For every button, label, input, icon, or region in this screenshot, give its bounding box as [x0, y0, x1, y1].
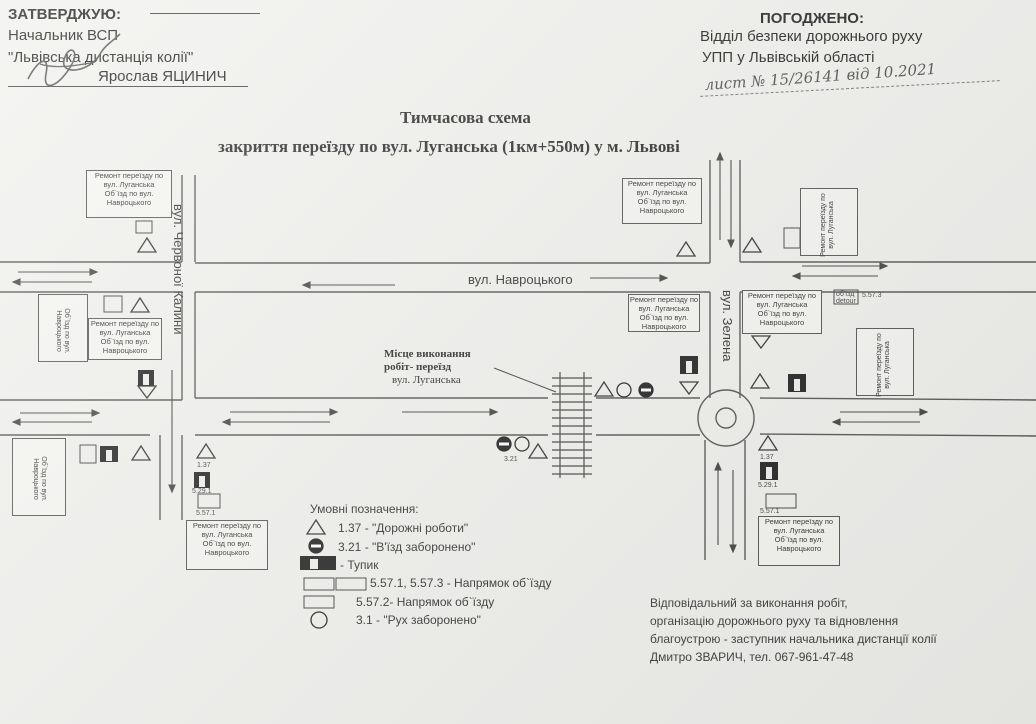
info-sign-line-1: Ремонт переїзду по	[629, 295, 699, 304]
code-1-37-left: 1.37	[197, 462, 211, 469]
legend-heading: Умовні позначення:	[310, 502, 419, 516]
signature-line	[8, 86, 248, 87]
info-sign-line-3: Об`їзд по вул.	[63, 308, 70, 354]
legend-item-road-works: 1.37 - "Дорожні роботи"	[338, 521, 469, 535]
info-sign-line-1: Ремонт переїзду по	[94, 171, 164, 180]
approve-underline	[150, 13, 260, 14]
approve-heading: ЗАТВЕРДЖУЮ:	[8, 6, 121, 23]
code-detour-en: detour	[836, 298, 856, 305]
code-detour-ua: об'їзд	[836, 291, 855, 298]
info-sign-top-right: Ремонт переїзду по вул. Луганська Об`їзд…	[622, 178, 702, 224]
signature-image	[27, 33, 121, 87]
info-sign-line-2: вул. Луганська	[884, 341, 891, 389]
approve-signer: Ярослав ЯЦИНИЧ	[98, 68, 227, 85]
approve-position: Начальник ВСП	[8, 27, 119, 44]
code-1-37-right: 1.37	[760, 454, 774, 461]
code-5-29-1-right: 5.29.1	[758, 482, 778, 489]
info-sign-line-2: вул. Луганська	[756, 300, 808, 309]
code-5-29-1-left: 5.29.1	[192, 488, 212, 495]
info-sign-line-1: Ремонт переїзду по	[876, 333, 883, 397]
info-sign-rotated-right: Ремонт переїзду по вул. Луганська	[856, 328, 914, 397]
info-sign-line-2: вул. Луганська	[773, 526, 825, 535]
responsible-line-2: організацію дорожнього руху та відновлен…	[650, 614, 899, 628]
info-sign-line-4: Навроцького	[641, 322, 687, 331]
info-sign-line-1: Ремонт переїзду по	[90, 319, 160, 328]
info-sign-rotated-left-middle: Об`їзд по вул. Навроцького	[38, 294, 88, 362]
legend-item-detour-2: 5.57.2- Напрямок об`їзду	[356, 595, 495, 609]
legend-item-no-traffic: 3.1 - "Рух заборонено"	[356, 613, 481, 627]
info-sign-bottom-right: Ремонт переїзду по вул. Луганська Об`їзд…	[758, 516, 840, 566]
info-sign-line-1: Ремонт переїзду по	[627, 179, 697, 188]
code-5-57-1-right: 5.57.1	[760, 508, 780, 515]
info-sign-rotated-bottom-left: Об`їзд по вул. Навроцького	[12, 438, 66, 516]
info-sign-line-2: вул. Луганська	[201, 530, 253, 539]
info-sign-line-3: Об`їзд по вул.	[202, 539, 252, 548]
info-sign-line-2: вул. Луганська	[638, 304, 690, 313]
info-sign-center: Ремонт переїзду по вул. Луганська Об`їзд…	[628, 294, 700, 332]
street-navrotskoho: вул. Навроцького	[468, 272, 573, 287]
info-sign-line-3: Об`їзд по вул.	[774, 535, 824, 544]
info-sign-line-4: Навроцького	[639, 206, 685, 215]
info-sign-bottom-left: Ремонт переїзду по вул. Луганська Об`їзд…	[186, 520, 268, 570]
info-sign-line-2: вул. Луганська	[99, 328, 151, 337]
info-sign-line-1: Ремонт переїзду по	[820, 193, 827, 257]
info-sign-left-middle: Ремонт переїзду по вул. Луганська Об`їзд…	[88, 318, 162, 360]
title-line-2: закриття переїзду по вул. Луганська (1км…	[218, 137, 680, 156]
info-sign-line-1: Ремонт переїзду по	[747, 291, 817, 300]
info-sign-line-4: Навроцького	[106, 198, 152, 207]
responsible-line-1: Відповідальний за виконання робіт,	[650, 596, 848, 610]
street-chervonoi-kalyny: вул. Червоної Калини	[171, 204, 186, 335]
info-sign-line-4: Навроцького	[204, 548, 250, 557]
agree-heading: ПОГОДЖЕНО:	[760, 10, 864, 27]
info-sign-right-middle: Ремонт переїзду по вул. Луганська Об`їзд…	[742, 290, 822, 334]
worksite-line-2: робіт- переїзд	[384, 361, 452, 373]
title-line-1: Тимчасова схема	[400, 108, 531, 127]
code-5-57-1-left: 5.57.1	[196, 510, 216, 517]
agree-organization: УПП у Львівській області	[702, 49, 875, 66]
info-sign-line-2: вул. Луганська	[636, 188, 688, 197]
legend-item-no-entry: 3.21 - "В'їзд заборонено"	[338, 540, 476, 554]
info-sign-line-4: Навроцького	[776, 544, 822, 553]
info-sign-line-4: Навроцького	[32, 458, 39, 500]
info-sign-line-3: Об`їзд по вул.	[639, 313, 689, 322]
info-sign-line-4: Навроцького	[102, 346, 148, 355]
approve-organization: "Львівська дистанція колії"	[8, 49, 194, 66]
code-5-57-3: 5.57.3	[862, 292, 882, 299]
worksite-line-3: вул. Луганська	[392, 374, 461, 386]
info-sign-line-3: Об`їзд по вул.	[100, 337, 150, 346]
info-sign-line-3: Об`їзд по вул.	[757, 309, 807, 318]
info-sign-line-4: Навроцького	[55, 310, 62, 352]
legend-item-detour-1-3: 5.57.1, 5.57.3 - Напрямок об`їзду	[370, 576, 552, 590]
info-sign-line-3: Об`їзд по вул.	[104, 189, 154, 198]
info-sign-line-4: Навроцького	[759, 318, 805, 327]
info-sign-line-2: вул. Луганська	[103, 180, 155, 189]
worksite-line-1: Місце виконання	[384, 348, 471, 360]
street-zelena: вул. Зелена	[720, 290, 735, 362]
info-sign-top-left: Ремонт переїзду по вул. Луганська Об`їзд…	[86, 170, 172, 218]
legend-item-dead-end: - Тупик	[340, 558, 379, 572]
info-sign-line-2: вул. Луганська	[828, 201, 835, 249]
agree-department: Відділ безпеки дорожнього руху	[700, 28, 923, 45]
responsible-line-3: благоустрою - заступник начальника диста…	[650, 632, 937, 646]
info-sign-line-1: Ремонт переїзду по	[764, 517, 834, 526]
info-sign-line-1: Ремонт переїзду по	[192, 521, 262, 530]
code-3-21-crossing: 3.21	[504, 456, 518, 463]
info-sign-line-3: Об`їзд по вул.	[637, 197, 687, 206]
responsible-line-4: Дмитро ЗВАРИЧ, тел. 067-961-47-48	[650, 650, 854, 664]
info-sign-line-3: Об`їзд по вул.	[40, 456, 47, 502]
info-sign-rotated-top-right: Ремонт переїзду по вул. Луганська	[800, 188, 858, 257]
